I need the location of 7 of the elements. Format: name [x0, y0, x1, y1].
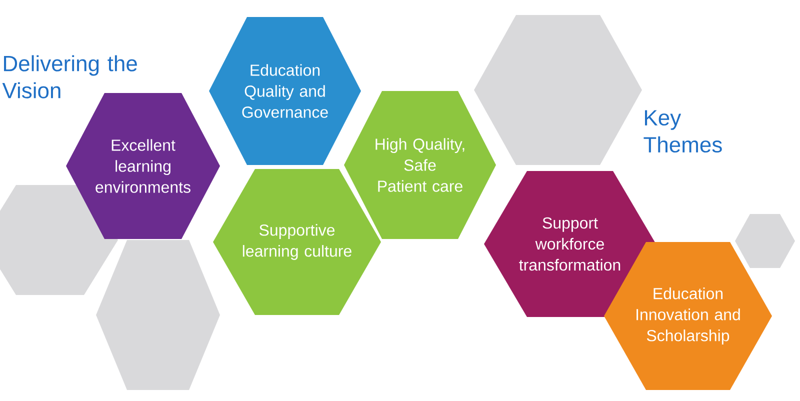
heading-text: Key Themes — [644, 110, 722, 153]
hexagon-shape — [474, 15, 642, 165]
hexagon-shape — [96, 240, 220, 390]
hexagon-box: Education Quality and Governance — [209, 17, 361, 165]
hexagon-shape — [735, 214, 795, 268]
hexagon-box: High Quality, Safe Patient care — [344, 91, 496, 239]
hexagon-box: Excellent learning environments — [66, 93, 220, 239]
